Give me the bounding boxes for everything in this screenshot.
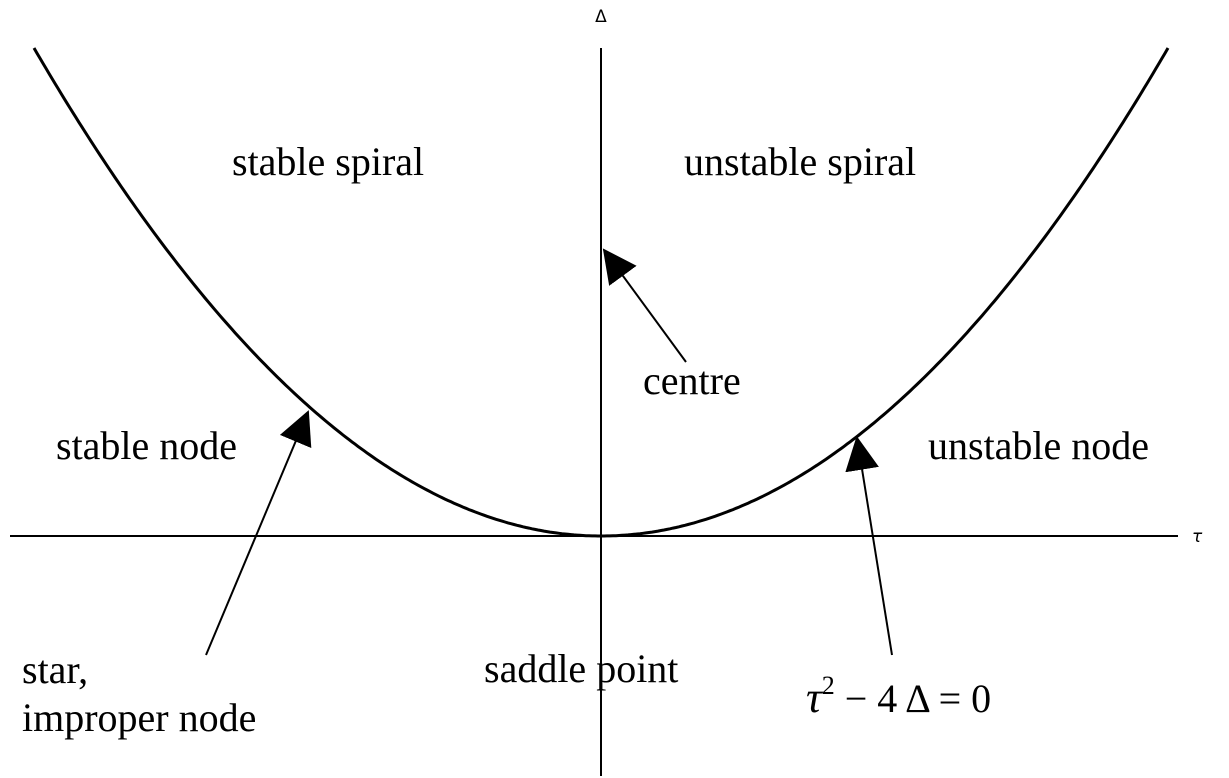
star-arrow [205, 410, 312, 656]
stable-node-label: stable node [56, 423, 237, 468]
centre-label: centre [643, 358, 741, 403]
equation-rest: − 4 Δ = 0 [835, 676, 991, 721]
centre-arrow [602, 248, 687, 363]
tau-axis-label: τ [1192, 527, 1203, 547]
delta-axis-label: Δ [595, 7, 607, 27]
improper-node-label: improper node [22, 695, 256, 740]
unstable-node-label: unstable node [928, 423, 1149, 468]
curve-equation-label: τ2 − 4 Δ = 0 [806, 671, 991, 722]
equation-exponent: 2 [822, 671, 835, 700]
saddle-point-label: saddle point [484, 646, 678, 691]
unstable-spiral-label: unstable spiral [684, 139, 916, 184]
equation-arrow [845, 436, 893, 656]
equation-tau: τ [806, 673, 824, 722]
star-label: star, [22, 647, 88, 692]
stable-spiral-label: stable spiral [232, 139, 424, 184]
parabola-curve [32, 47, 1170, 538]
